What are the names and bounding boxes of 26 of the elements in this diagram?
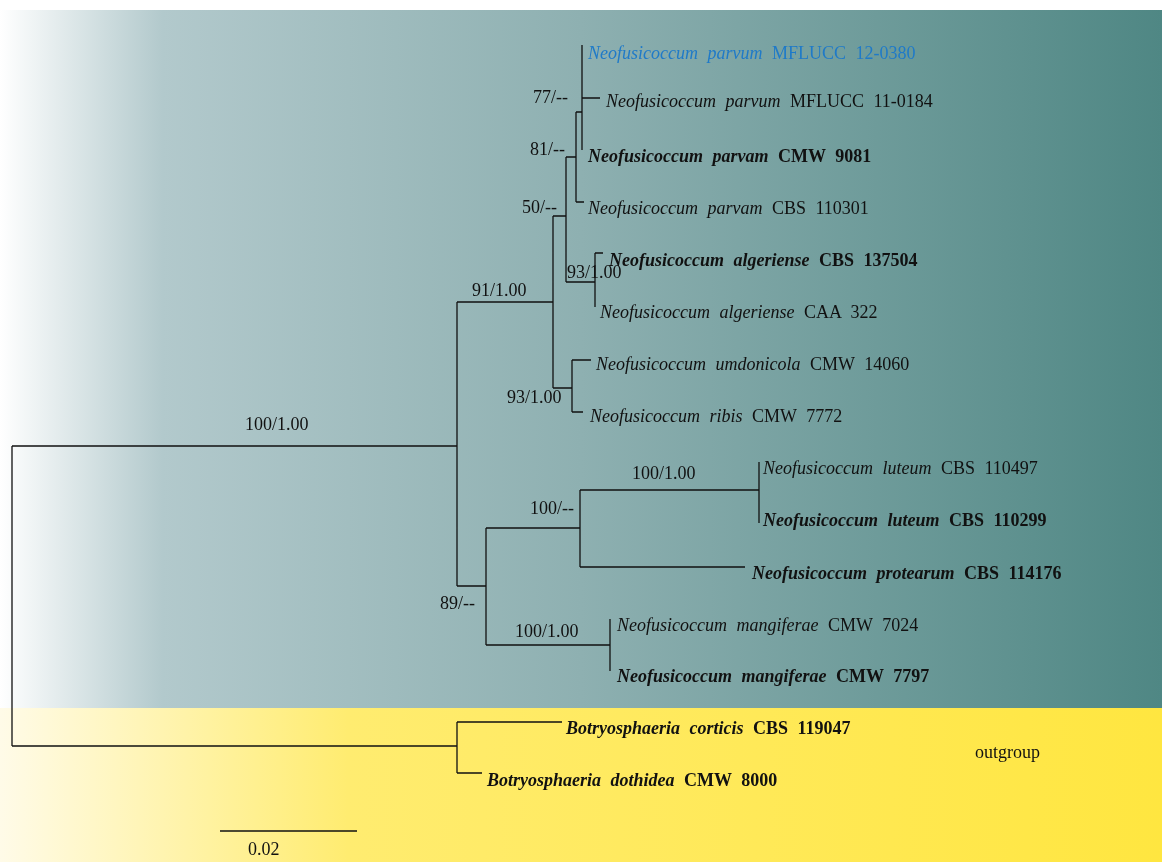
taxon-name: Neofusicoccum umdonicola CMW 14060 bbox=[596, 355, 910, 375]
taxon-name: Neofusicoccum parvam CBS 110301 bbox=[588, 199, 869, 219]
support-value: 89/-- bbox=[440, 594, 475, 614]
support-value: 50/-- bbox=[522, 198, 557, 218]
taxon-name: Neofusicoccum luteum CBS 110497 bbox=[763, 459, 1038, 479]
scale-value: 0.02 bbox=[248, 840, 280, 860]
taxon-name: Neofusicoccum parvam CMW 9081 bbox=[588, 147, 872, 167]
clade-label: outgroup bbox=[975, 743, 1040, 763]
taxon-name: Neofusicoccum parvum MFLUCC 12-0380 bbox=[588, 44, 916, 64]
support-value: 100/-- bbox=[530, 499, 574, 519]
support-value: 77/-- bbox=[533, 88, 568, 108]
taxon-name: Botryosphaeria dothidea CMW 8000 bbox=[487, 771, 778, 791]
support-value: 100/1.00 bbox=[245, 415, 309, 435]
support-value: 100/1.00 bbox=[515, 622, 579, 642]
taxon-name: Neofusicoccum mangiferae CMW 7024 bbox=[617, 616, 919, 636]
taxon-name: Botryosphaeria corticis CBS 119047 bbox=[566, 719, 851, 739]
taxon-name: Neofusicoccum protearum CBS 114176 bbox=[752, 564, 1062, 584]
taxon-name: Neofusicoccum parvum MFLUCC 11-0184 bbox=[606, 92, 933, 112]
support-value: 100/1.00 bbox=[632, 464, 696, 484]
taxon-name: Neofusicoccum algeriense CAA 322 bbox=[600, 303, 878, 323]
support-value: 91/1.00 bbox=[472, 281, 527, 301]
taxon-name: Neofusicoccum ribis CMW 7772 bbox=[590, 407, 843, 427]
taxon-name: Neofusicoccum luteum CBS 110299 bbox=[763, 511, 1047, 531]
support-value: 93/1.00 bbox=[507, 388, 562, 408]
support-value: 81/-- bbox=[530, 140, 565, 160]
taxon-name: Neofusicoccum mangiferae CMW 7797 bbox=[617, 667, 930, 687]
